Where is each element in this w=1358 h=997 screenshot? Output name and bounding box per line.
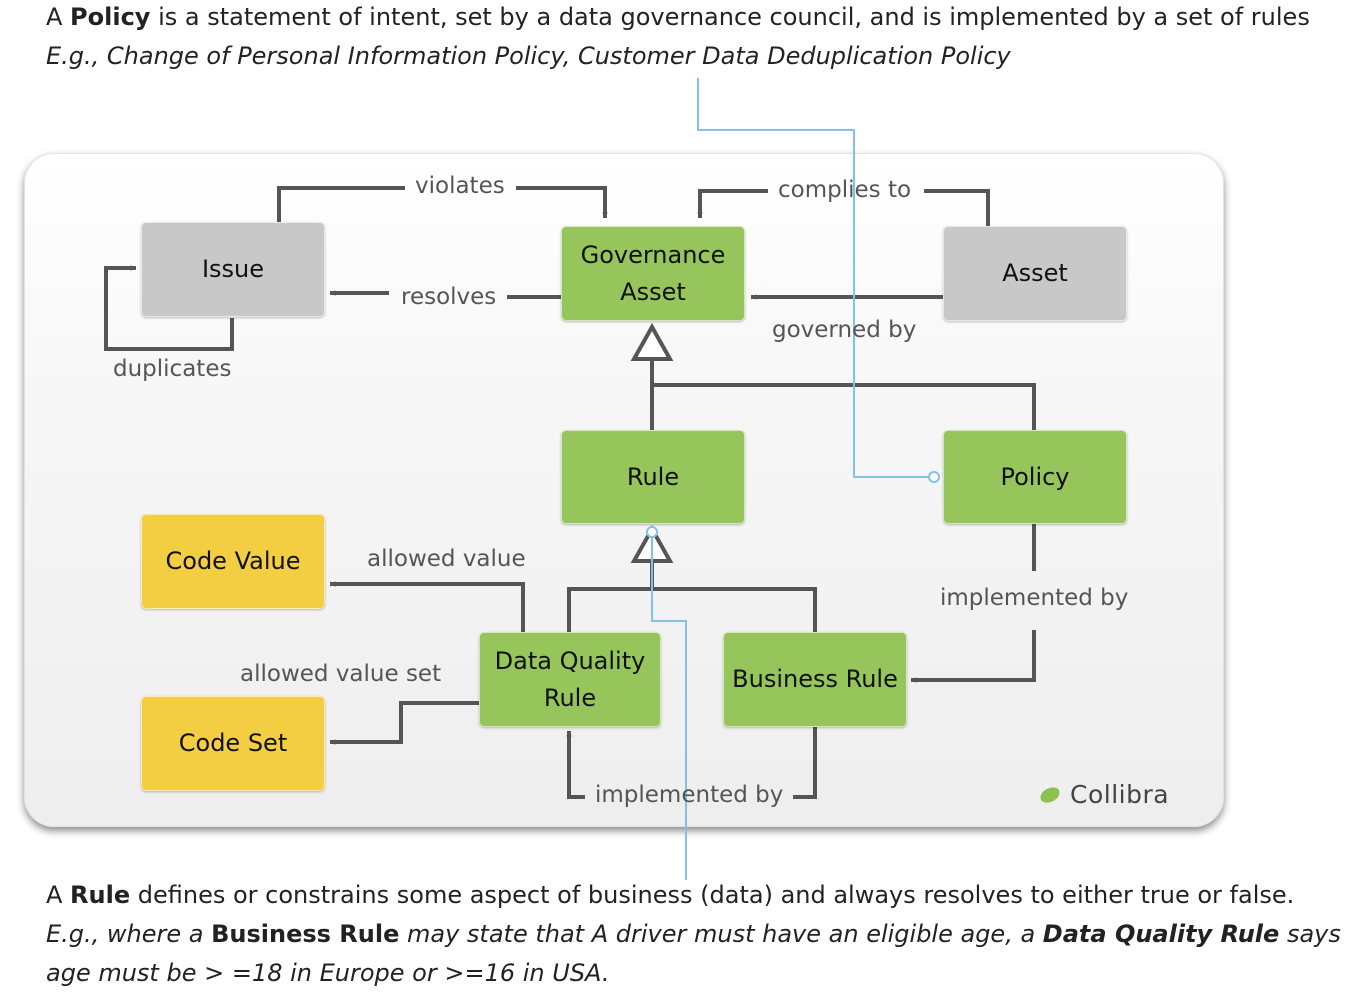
- callout-policy: [697, 78, 929, 478]
- data-quality-rule-term: Data Quality Rule: [1042, 920, 1280, 948]
- policy-term: Policy: [70, 3, 151, 31]
- edge-violates: [277, 186, 605, 222]
- edge-generalization-rule: [567, 563, 817, 632]
- label-policy-implemented-by: implemented by: [940, 585, 1129, 611]
- edge-allowed-value: [330, 581, 525, 632]
- node-business-rule: Business Rule: [723, 632, 907, 727]
- label-resolves: resolves: [401, 284, 497, 310]
- rule-definition-text: A Rule defines or constrains some aspect…: [46, 876, 1341, 993]
- label-allowed-value: allowed value: [367, 546, 526, 572]
- edge-generalization-governance: [650, 360, 1036, 430]
- rule-example-part2: may state that A driver must have an eli…: [399, 920, 1043, 948]
- generalization-head-governance: [630, 322, 674, 361]
- edge-allowed-value-set: [330, 701, 479, 745]
- callout-policy-anchor: [928, 471, 940, 483]
- edge-complies-to: [700, 189, 990, 226]
- edge-policy-implemented-by: [911, 524, 1036, 680]
- node-policy: Policy: [943, 430, 1127, 524]
- node-code-value-label: Code Value: [165, 547, 301, 575]
- node-policy-label: Policy: [1000, 462, 1070, 491]
- policy-examples: E.g., Change of Personal Information Pol…: [46, 42, 1011, 70]
- node-code-set-label: Code Set: [178, 729, 288, 757]
- edge-resolves: [330, 293, 561, 297]
- rule-def-body: defines or constrains some aspect of bus…: [130, 881, 1295, 909]
- business-rule-term: Business Rule: [211, 920, 400, 948]
- rule-example-line3: age must be > =18 in Europe or >=16 in U…: [46, 959, 610, 987]
- node-asset-label: Asset: [1002, 259, 1068, 287]
- node-code-value: Code Value: [141, 514, 325, 609]
- label-duplicates: duplicates: [113, 356, 232, 382]
- label-allowed-value-set: allowed value set: [240, 661, 442, 687]
- label-violates: violates: [415, 173, 505, 199]
- rule-example-part3: says: [1279, 920, 1341, 948]
- edge-business-implemented-by: [569, 726, 817, 799]
- node-code-set: Code Set: [141, 696, 325, 791]
- label-complies-to: complies to: [778, 177, 912, 203]
- node-business-rule-label: Business Rule: [732, 665, 898, 693]
- node-data-quality-rule: Data Quality Rule: [479, 632, 661, 727]
- callout-rule-anchor: [646, 526, 658, 538]
- label-business-implemented-by: implemented by: [595, 782, 784, 808]
- node-issue-label: Issue: [201, 255, 265, 283]
- callout-rule: [651, 534, 687, 880]
- node-rule: Rule: [561, 430, 745, 524]
- edge-duplicates: [104, 265, 234, 351]
- node-asset: Asset: [943, 226, 1127, 321]
- node-rule-label: Rule: [626, 462, 680, 491]
- policy-definition-text: A Policy is a statement of intent, set b…: [46, 0, 1310, 76]
- node-data-quality-rule-label: Data Quality Rule: [494, 646, 646, 712]
- policy-def-body: is a statement of intent, set by a data …: [150, 3, 1310, 31]
- node-governance-asset: Governance Asset: [561, 226, 745, 321]
- node-governance-asset-label: Governance Asset: [580, 240, 726, 306]
- collibra-logo-text: Collibra: [1070, 780, 1170, 809]
- policy-def-prefix: A: [46, 3, 71, 31]
- rule-example-part1: E.g., where a: [46, 920, 212, 948]
- node-issue: Issue: [141, 222, 325, 317]
- label-governed-by: governed by: [772, 317, 917, 343]
- rule-term: Rule: [70, 881, 131, 909]
- rule-def-prefix: A: [46, 881, 71, 909]
- collibra-logo: Collibra: [1038, 780, 1170, 809]
- collibra-leaf-icon: [1038, 785, 1062, 804]
